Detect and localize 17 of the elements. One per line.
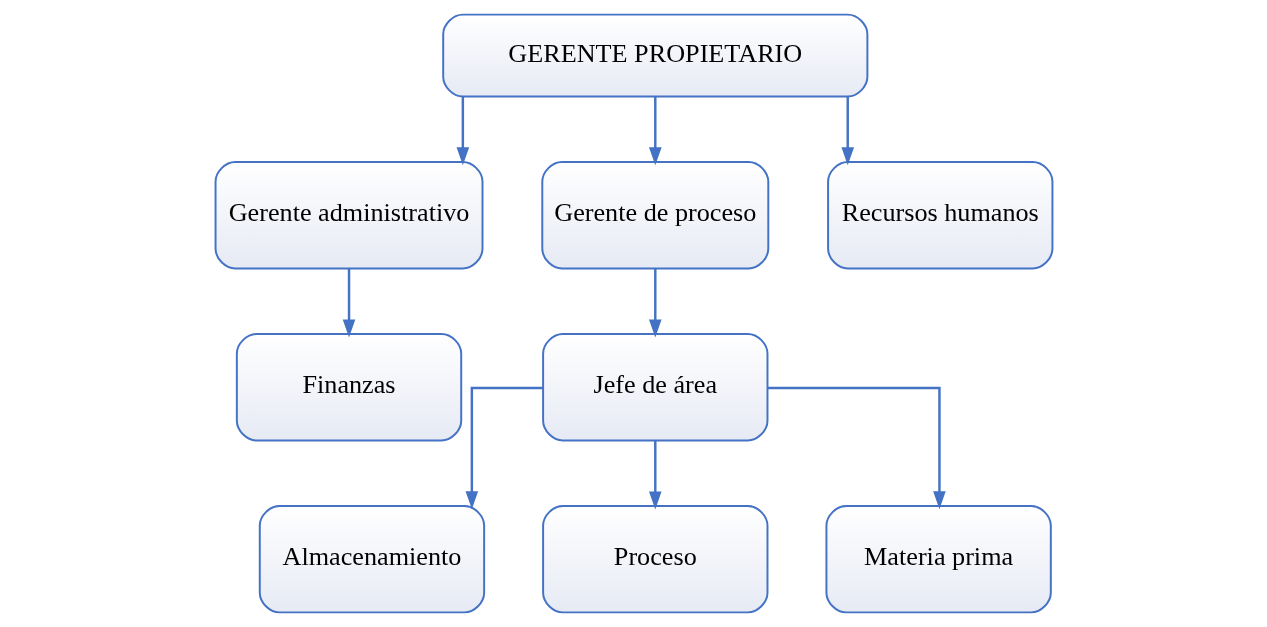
arrow [648,440,662,510]
node-box: Gerente administrativo [214,161,483,270]
arrow [342,268,355,338]
arrow [648,268,662,338]
arrow [767,386,946,510]
node-box: Proceso [541,504,768,614]
node-box: GERENTE PROPIETARIO [441,13,868,98]
node-box: Recursos humanos [826,161,1053,270]
arrow [465,386,543,510]
node-box: Gerente de proceso [540,161,769,270]
arrow [648,96,662,166]
node-box: Finanzas [235,333,462,442]
arrow [840,96,854,166]
node-box: Jefe de área [541,333,768,442]
node-box: Almacenamiento [258,504,485,614]
arrow [456,96,469,166]
node-box: Materia prima [824,504,1052,614]
